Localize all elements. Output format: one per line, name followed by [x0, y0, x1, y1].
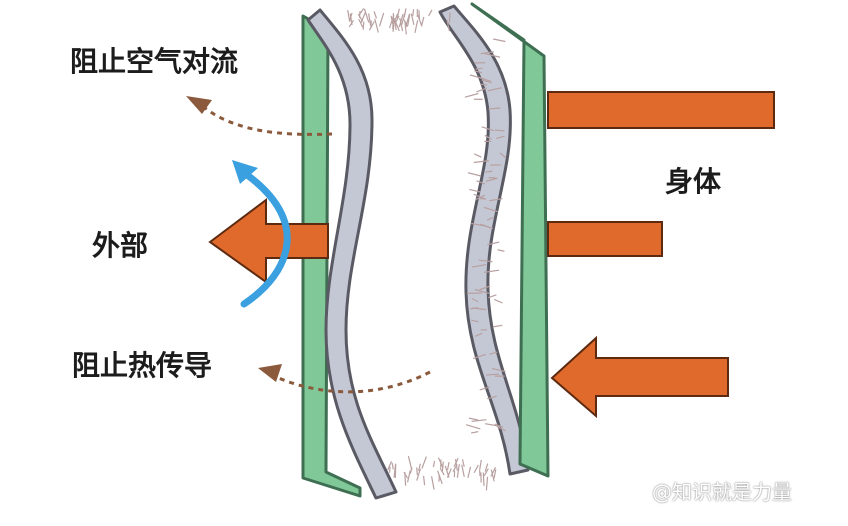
fiber-strand — [493, 325, 503, 327]
fiber-strand — [415, 20, 418, 33]
fiber-strand — [493, 39, 505, 42]
fiber-strand — [486, 477, 487, 491]
fiber-strand — [408, 456, 411, 470]
dashed-arrowhead-top — [186, 96, 212, 114]
fiber-strand — [422, 457, 426, 469]
watermark: @知识就是力量 — [652, 482, 792, 502]
fiber-strand — [468, 173, 481, 176]
heat-arrow-bottom — [552, 338, 728, 416]
label-outside: 外部 — [92, 232, 148, 260]
fiber-strand — [489, 177, 496, 178]
inner-gray-layer — [440, 6, 528, 474]
fiber-strand — [364, 9, 368, 23]
fiber-strand — [433, 461, 434, 467]
fiber-strand — [468, 467, 471, 478]
fiber-strand — [363, 22, 364, 30]
fiber-strand — [429, 10, 432, 16]
fiber-strand — [422, 17, 424, 26]
fiber-strand — [369, 14, 371, 26]
fiber-strand — [469, 418, 478, 420]
fiber-strand — [471, 432, 478, 433]
fiber-strand — [474, 154, 481, 157]
heat-arrow-top — [548, 92, 774, 128]
fiber-strand — [379, 13, 383, 26]
fiber-strand — [404, 8, 406, 17]
fiber-strand — [483, 473, 484, 486]
fiber-strand — [442, 462, 443, 472]
fiber-strand — [462, 459, 464, 466]
fiber-strand — [466, 425, 480, 429]
label-body: 身体 — [665, 168, 721, 196]
fiber-strand — [498, 250, 505, 251]
fiber-strand — [494, 299, 502, 303]
fiber-strand — [449, 13, 450, 23]
fiber-strand — [417, 467, 418, 475]
fiber-strand — [438, 471, 443, 484]
fiber-strand — [374, 11, 376, 18]
label-block-convection: 阻止空气对流 — [70, 48, 238, 76]
fiber-strand — [465, 93, 478, 97]
fiber-strand — [480, 460, 482, 469]
heat-arrow-middle — [548, 222, 662, 256]
fiber-strand — [448, 462, 450, 470]
fiber-strand — [432, 476, 435, 489]
fiber-strand — [375, 19, 379, 33]
fiber-strand — [392, 463, 393, 470]
dashed-arrowhead-bottom — [258, 364, 282, 382]
fiber-strand — [413, 9, 414, 16]
fiber-strand — [474, 465, 478, 473]
fiber-strand — [408, 470, 411, 482]
fiber-strand — [424, 476, 425, 485]
fiber-strand — [457, 464, 459, 478]
label-block-conduction: 阻止热传导 — [72, 352, 212, 380]
fiber-strand — [472, 420, 487, 422]
